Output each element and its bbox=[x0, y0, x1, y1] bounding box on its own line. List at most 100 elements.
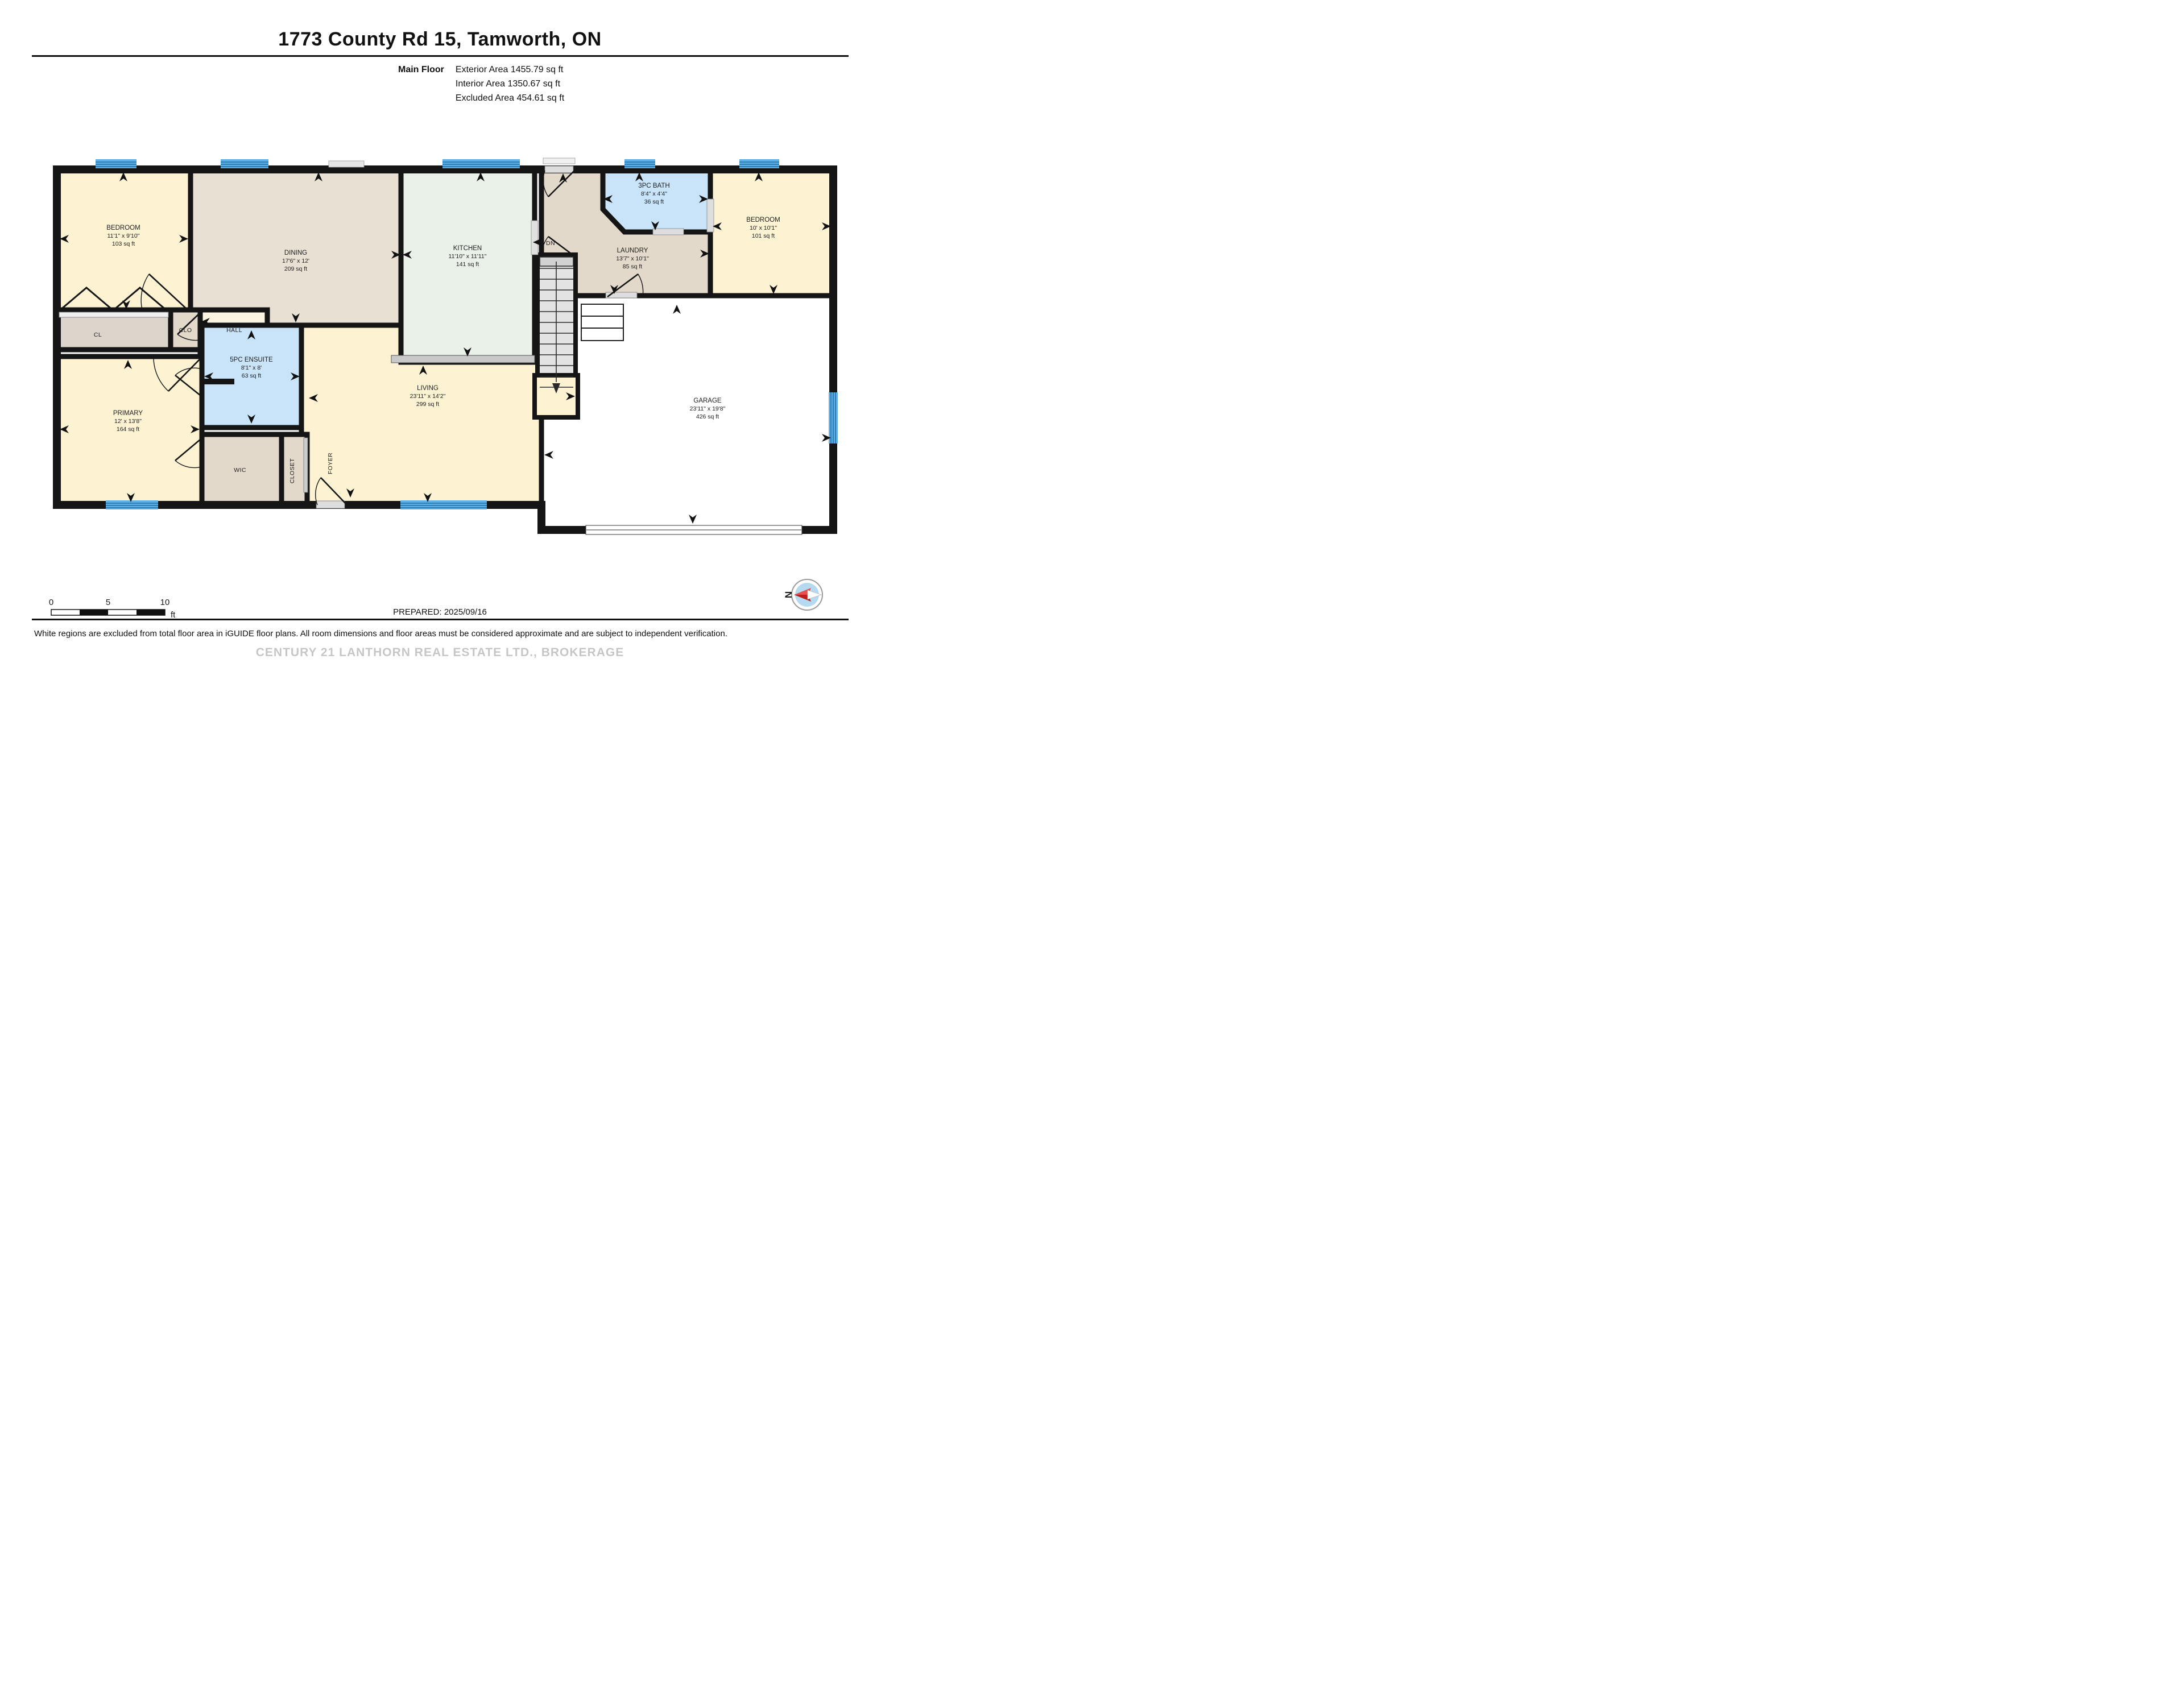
room-wic bbox=[199, 432, 284, 508]
window-stripes-garage bbox=[830, 392, 836, 443]
dims-dining: 17'6" x 12' bbox=[282, 258, 309, 264]
interior-area: Interior Area 1350.67 sq ft bbox=[455, 79, 561, 89]
label-bath: 3PC BATH bbox=[638, 183, 669, 189]
label-cl: CL bbox=[94, 331, 102, 338]
label-hall: HALL bbox=[226, 327, 242, 334]
label-bedroom-right: BEDROOM bbox=[746, 217, 780, 223]
window-living bbox=[400, 500, 487, 509]
label-dining: DINING bbox=[284, 250, 307, 256]
dims-bath: 8'4" x 4'4" bbox=[641, 190, 667, 197]
garage-entry-steps bbox=[581, 304, 624, 341]
area-bedroom-top-left: 103 sq ft bbox=[112, 241, 135, 247]
window-bedroom-right bbox=[739, 159, 779, 168]
room-ensuite bbox=[199, 322, 304, 430]
label-living: LIVING bbox=[417, 385, 439, 392]
area-bath: 36 sq ft bbox=[644, 198, 664, 205]
fixtures-layer bbox=[59, 157, 803, 535]
compass-needle-red-top bbox=[794, 588, 811, 595]
compass-needle-red-bottom bbox=[794, 595, 811, 602]
scale-bar-segment bbox=[80, 610, 108, 615]
dims-living: 23'11" x 14'2" bbox=[410, 393, 446, 400]
window-stripes-top bbox=[96, 161, 779, 167]
area-primary: 164 sq ft bbox=[117, 426, 139, 433]
dims-ensuite: 8'1" x 8' bbox=[241, 364, 262, 371]
door-front bbox=[320, 477, 348, 505]
prepared-date: PREPARED: 2025/09/16 bbox=[393, 607, 487, 617]
door-wic bbox=[175, 436, 204, 461]
label-laundry: LAUNDRY bbox=[617, 247, 648, 254]
room-dining bbox=[188, 167, 404, 328]
dims-bedroom-top-left: 11'1" x 9'10" bbox=[107, 233, 140, 239]
window-primary bbox=[106, 500, 158, 509]
window-bedroom-top-left bbox=[96, 159, 136, 168]
doors-layer bbox=[140, 165, 644, 509]
scale-zero: 0 bbox=[49, 598, 53, 607]
cl-bifold-doors bbox=[60, 287, 167, 311]
dims-laundry: 13'7" x 10'1" bbox=[616, 255, 649, 262]
floor-stats: Exterior Area 1455.79 sq ft Interior Are… bbox=[456, 63, 564, 105]
cl-closet-rod bbox=[59, 312, 169, 318]
rooms-layer bbox=[54, 167, 836, 533]
windows-layer bbox=[96, 159, 838, 509]
door-clo bbox=[177, 312, 201, 335]
exterior-walls bbox=[53, 165, 837, 534]
swing-wic bbox=[175, 460, 204, 469]
swing-primary bbox=[153, 358, 169, 392]
label-closet: CLOSET bbox=[289, 458, 296, 484]
area-kitchen: 141 sq ft bbox=[456, 261, 479, 268]
scale-unit: ft bbox=[171, 610, 176, 620]
window-kitchen bbox=[442, 159, 520, 168]
page-title: 1773 County Rd 15, Tamworth, ON bbox=[278, 28, 602, 50]
scale-ten: 10 bbox=[160, 598, 170, 607]
door-primary bbox=[168, 358, 201, 392]
bedroom-right-pocket-door bbox=[706, 198, 714, 233]
exterior-area: Exterior Area 1455.79 sq ft bbox=[455, 65, 564, 74]
dims-primary: 12' x 13'8" bbox=[114, 418, 142, 425]
area-bedroom-right: 101 sq ft bbox=[752, 233, 775, 239]
floor-summary: Main Floor Exterior Area 1455.79 sq ft I… bbox=[398, 63, 564, 105]
measure-arrows bbox=[60, 172, 831, 524]
floor-plan-page: 1773 County Rd 15, Tamworth, ON Main Flo… bbox=[0, 0, 880, 680]
label-garage: GARAGE bbox=[693, 397, 722, 404]
disclaimer-text: White regions are excluded from total fl… bbox=[34, 629, 727, 639]
brokerage-watermark: CENTURY 21 LANTHORN REAL ESTATE LTD., BR… bbox=[255, 646, 624, 659]
swing-laundry-steps bbox=[638, 273, 644, 297]
door-mud-entry bbox=[548, 170, 575, 197]
swing-ensuite bbox=[175, 367, 204, 376]
label-foyer: FOYER bbox=[327, 453, 334, 474]
floor-plan-drawing: BEDROOM 11'1" x 9'10" 103 sq ft DINING 1… bbox=[49, 157, 838, 620]
door-bedroom-top-left bbox=[148, 273, 188, 310]
compass-north-label: N bbox=[783, 591, 794, 598]
dims-garage: 23'11" x 19'8" bbox=[690, 405, 726, 412]
footer-divider bbox=[32, 619, 849, 620]
dining-top-slider bbox=[328, 160, 365, 168]
label-wic: WIC bbox=[234, 467, 246, 474]
dims-kitchen: 11'10" x 11'11" bbox=[449, 253, 487, 260]
door-laundry-steps bbox=[607, 273, 639, 298]
area-garage: 426 sq ft bbox=[696, 413, 719, 420]
scale-bar-segment bbox=[136, 610, 165, 615]
bath-pocket-door bbox=[652, 228, 684, 235]
header-divider bbox=[32, 55, 849, 57]
kitchen-passage-gap bbox=[531, 220, 539, 255]
floor-label: Main Floor bbox=[398, 65, 444, 74]
room-bedroom-top-left bbox=[54, 167, 193, 313]
swing-front bbox=[315, 477, 321, 505]
label-dn: DN bbox=[546, 240, 555, 247]
label-clo: CLO bbox=[179, 327, 192, 334]
swing-bedroom-top-left bbox=[140, 273, 150, 310]
foyer-closet-slider bbox=[303, 437, 308, 493]
door-stair-top bbox=[548, 235, 576, 258]
ensuite-partition bbox=[200, 379, 234, 384]
window-dining bbox=[221, 159, 268, 168]
compass: N bbox=[783, 579, 823, 611]
label-ensuite: 5PC ENSUITE bbox=[230, 357, 273, 363]
scale-five: 5 bbox=[106, 598, 110, 607]
area-laundry: 85 sq ft bbox=[623, 263, 643, 270]
stair-direction-arrow bbox=[552, 383, 560, 393]
mud-door-threshold bbox=[544, 165, 574, 173]
entry-stoop bbox=[543, 157, 576, 164]
area-ensuite: 63 sq ft bbox=[242, 372, 262, 379]
area-dining: 209 sq ft bbox=[284, 266, 307, 272]
kitchen-counter bbox=[391, 355, 535, 363]
